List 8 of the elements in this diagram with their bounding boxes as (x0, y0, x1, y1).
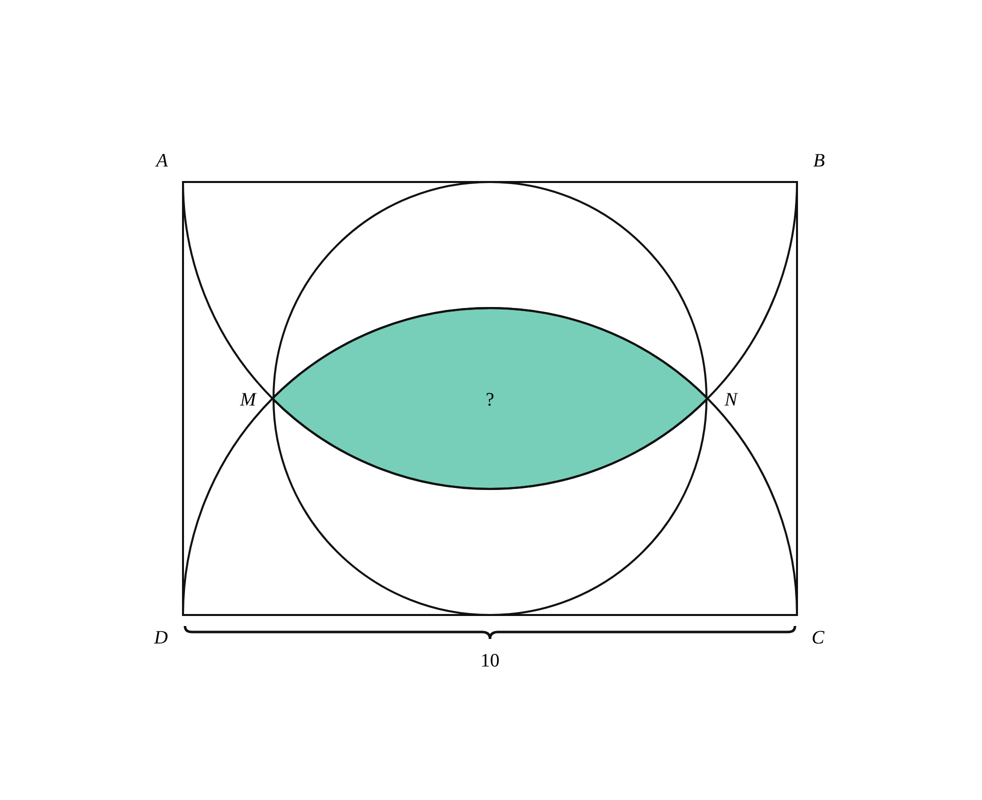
point-label: M (240, 390, 256, 410)
point-label: N (724, 390, 738, 410)
unknown-area-label: ? (486, 390, 494, 410)
vertex-label: B (813, 152, 825, 170)
dimension-label: 10 (480, 652, 500, 670)
vertex-label: C (812, 628, 824, 648)
vertex-label: D (154, 628, 168, 648)
vertex-label: A (156, 152, 168, 170)
